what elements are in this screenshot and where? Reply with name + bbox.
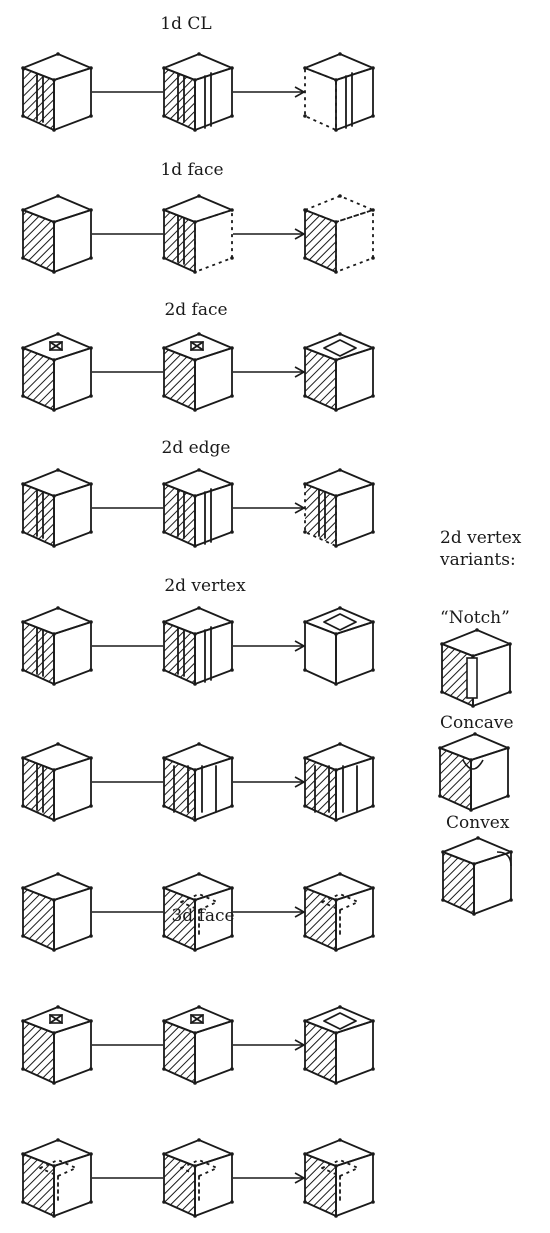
cube-result (303, 742, 375, 822)
row-title-1d-cl: 1d CL (160, 14, 212, 34)
row-title-1d-face: 1d face (160, 160, 224, 180)
cube-intermediate (162, 52, 234, 132)
cube-result (303, 1138, 375, 1218)
cube-result (303, 872, 375, 952)
operation-row (21, 1005, 375, 1085)
cube-intermediate (162, 1138, 234, 1218)
cube-intermediate (162, 332, 234, 412)
cube-result (303, 52, 375, 132)
cube-initial (21, 606, 93, 686)
cube-intermediate (162, 194, 234, 274)
cube-intermediate (162, 1005, 234, 1085)
cube-intermediate (162, 606, 234, 686)
cube-intermediate (162, 742, 234, 822)
row-title-3d-face: 3d face (171, 906, 235, 926)
cube-initial (21, 1138, 93, 1218)
cube-result (303, 1005, 375, 1085)
cube-initial (21, 468, 93, 548)
operation-row (21, 872, 375, 952)
variant-notch-cube (440, 628, 512, 708)
cube-initial (21, 872, 93, 952)
cube-result (303, 606, 375, 686)
variant-label-convex: Convex (446, 813, 510, 833)
operation-row (21, 194, 375, 274)
operation-row (21, 468, 375, 548)
cube-initial (21, 1005, 93, 1085)
row-title-2d-edge: 2d edge (161, 438, 231, 458)
variant-concave-cube (438, 732, 510, 812)
variant-convex-cube (441, 836, 513, 916)
operation-row (21, 52, 375, 132)
cube-result (303, 332, 375, 412)
cube-initial (21, 52, 93, 132)
cube-initial (21, 194, 93, 274)
cube-result (303, 194, 375, 274)
cube-result (303, 468, 375, 548)
cube-intermediate (162, 872, 234, 952)
operation-row (21, 1138, 375, 1218)
cube-intermediate (162, 468, 234, 548)
variant-label-notch: “Notch” (440, 608, 510, 628)
row-title-2d-vertex: 2d vertex (164, 576, 246, 596)
cube-initial (21, 742, 93, 822)
operation-row (21, 332, 375, 412)
operation-row (21, 606, 375, 686)
variant-label-concave: Concave (440, 713, 514, 733)
variants-heading-line1: 2d vertex (440, 528, 522, 548)
variants-heading-line2: variants: (440, 550, 516, 570)
operation-row (21, 742, 375, 822)
row-title-2d-face: 2d face (164, 300, 228, 320)
cube-initial (21, 332, 93, 412)
